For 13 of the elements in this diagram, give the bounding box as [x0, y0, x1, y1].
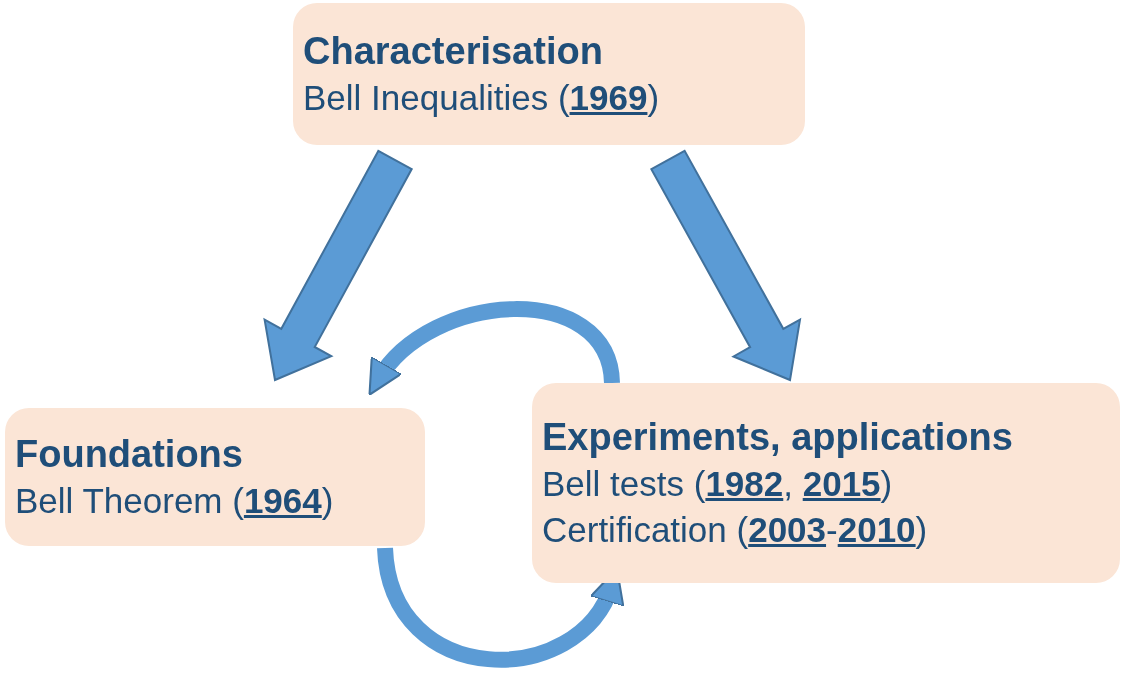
text-box	[293, 3, 805, 145]
box-text: Bell tests (1982, 2015)	[542, 463, 894, 506]
block-arrow	[263, 149, 414, 382]
box-text: Certification (2003-2010)	[542, 508, 929, 551]
curved-arrow	[377, 546, 622, 668]
box-text: Bell Theorem (1964)	[15, 480, 335, 522]
text-box	[532, 383, 1120, 583]
box-text: Bell Inequalities (1969)	[303, 77, 661, 119]
box-heading: Characterisation	[303, 28, 604, 74]
box-heading: Experiments, applications	[542, 414, 1014, 460]
text-box	[5, 408, 425, 546]
block-arrow	[650, 149, 802, 382]
box-heading: Foundations	[15, 431, 244, 477]
